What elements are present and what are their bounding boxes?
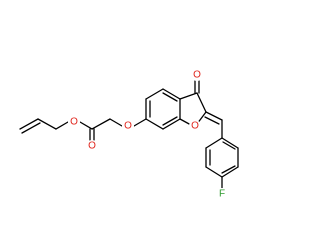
ether-oxygen: O: [122, 120, 134, 132]
bond-carbonyl-ch2: [91, 118, 111, 130]
bond-ar-3: [162, 88, 181, 100]
ketone-oxygen: O: [191, 69, 203, 81]
bond-vinyl-double-b: [21, 122, 41, 134]
ester-oxygen: O: [68, 116, 80, 128]
bond-allyl-ch2: [37, 118, 57, 130]
bond-ring-o-c7a: [179, 118, 192, 126]
bond-fp-4: [205, 166, 223, 178]
bond-ar-3-inner: [162, 92, 178, 102]
bond-ar-2: [145, 88, 164, 100]
bond-vinyl-double-a: [19, 118, 39, 130]
bond-ar-5-inner: [162, 116, 178, 126]
bond-ar-5: [162, 118, 181, 130]
fluorine-atom: F: [216, 188, 228, 200]
bond-ester-o-carbonyl: [79, 121, 93, 130]
bond-fp-1: [221, 137, 239, 149]
bond-ch2-ether-o: [109, 118, 123, 127]
svg-text:F: F: [219, 189, 225, 200]
svg-text:O: O: [70, 117, 78, 128]
bond-fp-3: [221, 166, 239, 178]
svg-text:O: O: [191, 121, 199, 132]
bond-fp-3-inner: [221, 165, 236, 174]
bond-c3a-c3: [179, 92, 198, 100]
bond-fp-6: [205, 137, 223, 149]
bond-ar-6: [145, 118, 164, 130]
svg-text:O: O: [193, 70, 201, 81]
bond-exo-double-b: [204, 116, 220, 125]
bond-fp-1-inner: [222, 141, 236, 150]
furan-ring-oxygen: O: [189, 120, 201, 132]
svg-text:O: O: [88, 141, 96, 152]
ester-carbonyl-oxygen: O: [86, 140, 98, 152]
bond-allyl-ester-o: [55, 121, 69, 130]
bond-exo-double-a: [205, 111, 223, 121]
bond-ether-o-aryl: [133, 118, 147, 127]
bonds: [19, 79, 239, 189]
atom-labels: O O O O O F: [68, 69, 228, 200]
bond-c3-c2: [196, 92, 207, 113]
chemical-structure-diagram: O O O O O F: [19, 69, 239, 200]
svg-text:O: O: [124, 121, 132, 132]
